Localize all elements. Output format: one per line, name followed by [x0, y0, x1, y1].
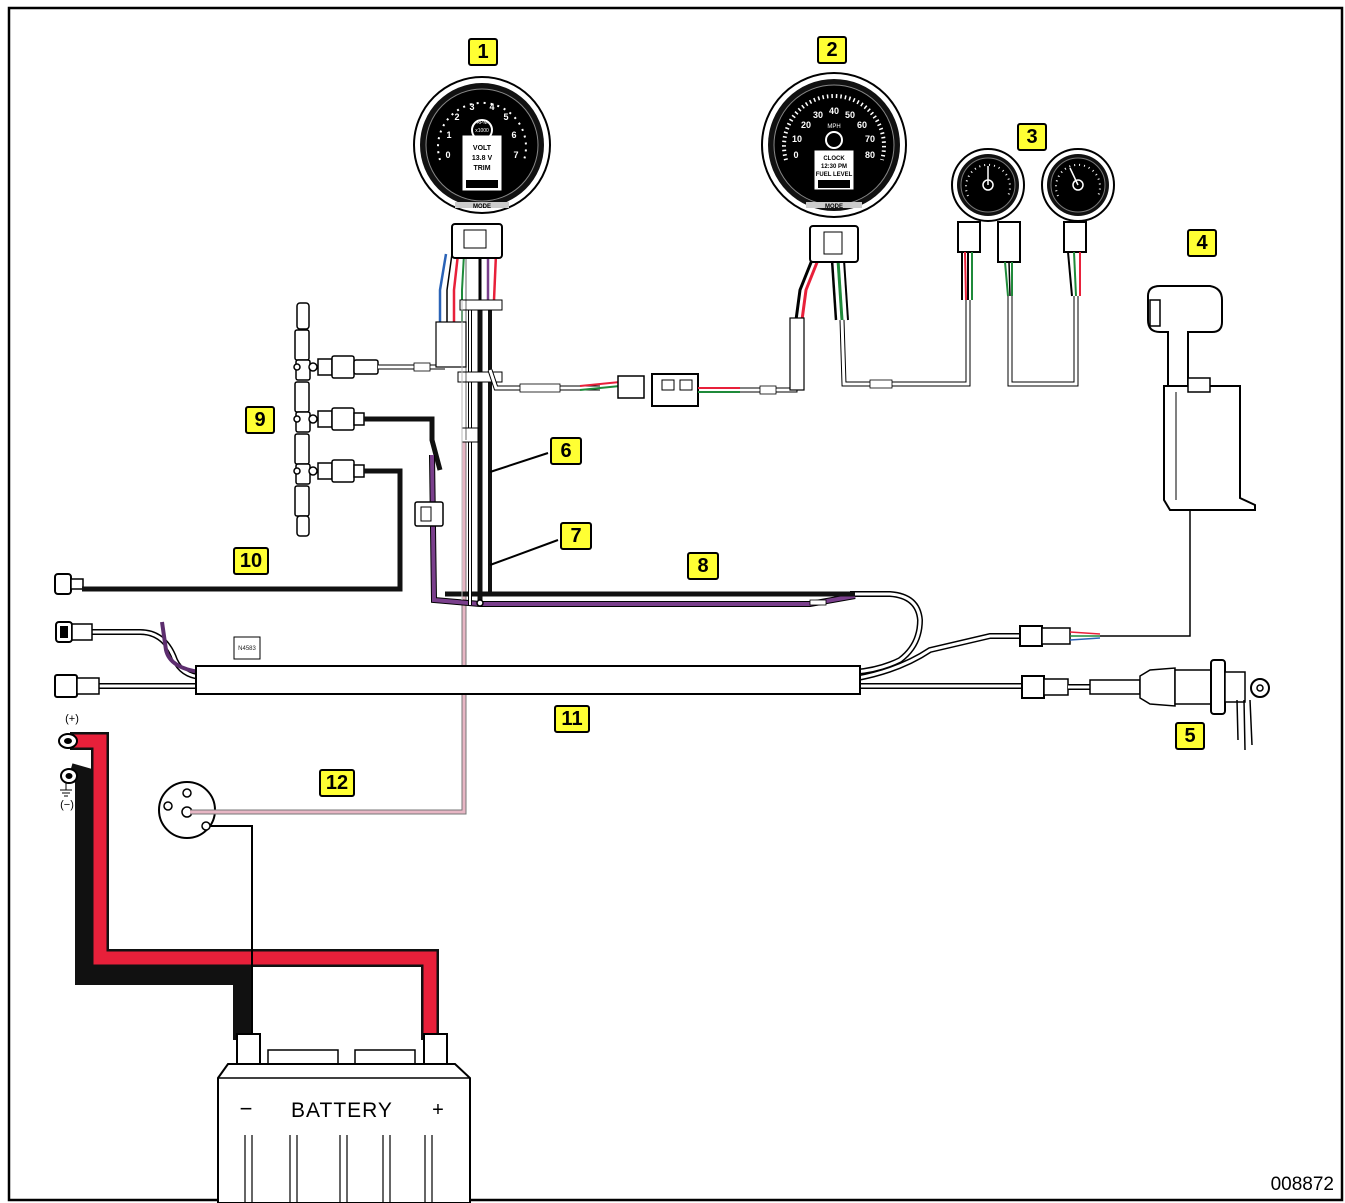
network-drop-cable [364, 416, 443, 471]
svg-text:4: 4 [1196, 232, 1208, 254]
svg-text:1: 1 [477, 41, 488, 63]
ground-symbol-icon [60, 782, 72, 797]
gauge-1-multiplier: x1000 [475, 128, 489, 134]
callout-5: 5 [1175, 722, 1205, 750]
svg-text:8: 8 [697, 555, 708, 577]
gauge-2-mode-button: MODE [825, 204, 843, 210]
gauge-2-display-line-1: CLOCK [823, 156, 845, 162]
callout-11: 11 [554, 705, 590, 733]
gauge-1-tick-1: 1 [446, 130, 451, 140]
gauge-1-tick-4: 4 [489, 102, 494, 112]
callout-7: 7 [560, 522, 592, 550]
svg-text:3: 3 [1026, 126, 1037, 148]
gauge-1-tick-6: 6 [511, 130, 516, 140]
gauge-2-tick-10: 10 [792, 134, 802, 144]
gauge-1-tick-2: 2 [454, 112, 459, 122]
svg-text:5: 5 [1184, 725, 1195, 747]
gauge-2-tick-0: 0 [793, 150, 798, 160]
gauge-2-harness [789, 225, 971, 391]
callout-9: 9 [245, 406, 275, 434]
gauge-2-tick-70: 70 [865, 134, 875, 144]
battery [217, 1033, 471, 1203]
svg-text:12: 12 [326, 772, 348, 794]
gauge-1-tick-0: 0 [445, 150, 450, 160]
svg-text:2: 2 [826, 39, 837, 61]
harness-connector-left-middle [55, 621, 93, 643]
callout-2: 2 [817, 36, 847, 64]
gauge-1-tick-5: 5 [503, 112, 508, 122]
gauge-3-left [951, 148, 1025, 222]
gauge-1-tick-7: 7 [513, 150, 518, 160]
main-harness: N4583 [92, 591, 1022, 695]
harness-connector-left-bottom [54, 674, 100, 698]
gauge-1-tachometer [413, 76, 551, 214]
svg-text:7: 7 [570, 525, 581, 547]
gauge-2-tick-50: 50 [845, 110, 855, 120]
positive-terminal-label: (+) [65, 713, 79, 725]
svg-text:10: 10 [240, 550, 262, 572]
callout-4: 4 [1187, 229, 1217, 257]
svg-text:N4583: N4583 [238, 646, 256, 652]
gauge-3-right [1041, 148, 1115, 222]
diagram-border [7, 6, 1344, 1202]
battery-positive-mark: + [432, 1099, 444, 1121]
callout-6: 6 [550, 437, 582, 465]
harness-connector-left-top [54, 573, 84, 595]
battery-label: BATTERY [291, 1099, 393, 1122]
gauge-2-display-line-2: 12:30 PM [821, 164, 847, 170]
callout-10: 10 [233, 547, 269, 575]
gauge-1-tick-3: 3 [469, 102, 474, 112]
figure-number: 008872 [1271, 1174, 1334, 1195]
callout-1: 1 [468, 38, 498, 66]
gauge-1-mode-button: MODE [473, 204, 491, 210]
gauge-2-tick-40: 40 [829, 106, 839, 116]
gauge-3-harness [957, 221, 1087, 387]
callout-8: 8 [687, 552, 719, 580]
gauge-1-display-line-3: TRIM [473, 165, 490, 172]
shift-control-connector [1019, 510, 1191, 647]
gauge-link-cable [487, 320, 798, 407]
battery-negative-mark: − [240, 1096, 253, 1121]
gauge-2-display-line-3: FUEL LEVEL [816, 172, 853, 178]
svg-text:11: 11 [561, 708, 582, 730]
fuel-sender-wire [190, 430, 467, 815]
callout-3: 3 [1017, 123, 1047, 151]
gauge-2-tick-30: 30 [813, 110, 823, 120]
callout-12: 12 [319, 769, 355, 797]
svg-text:9: 9 [254, 409, 265, 431]
gauge-2-tick-80: 80 [865, 150, 875, 160]
gauge-1-harness [435, 223, 503, 600]
network-backbone [293, 302, 379, 537]
gauge-2-tick-20: 20 [801, 120, 811, 130]
fuse-holder [414, 501, 444, 527]
gauge-1-display-line-1: VOLT [473, 145, 492, 152]
gauge-2-unit: MPH [827, 124, 840, 130]
gauge-2-speedometer [761, 72, 907, 218]
network-drop-cable-10 [82, 468, 403, 592]
remote-control [1147, 285, 1256, 511]
ignition-switch-connector [1021, 675, 1090, 699]
ignition-switch [1089, 659, 1270, 751]
battery-cables [67, 732, 439, 1040]
callout-leaders [489, 452, 559, 566]
gauge-1-unit: RPM [476, 120, 487, 126]
gauge-1-display-line-2: 13.8 V [472, 155, 493, 162]
negative-terminal-label: (−) [60, 799, 74, 811]
gauge-2-tick-60: 60 [857, 120, 867, 130]
battery-terminal-eyelets [58, 733, 78, 784]
svg-text:6: 6 [560, 440, 571, 462]
